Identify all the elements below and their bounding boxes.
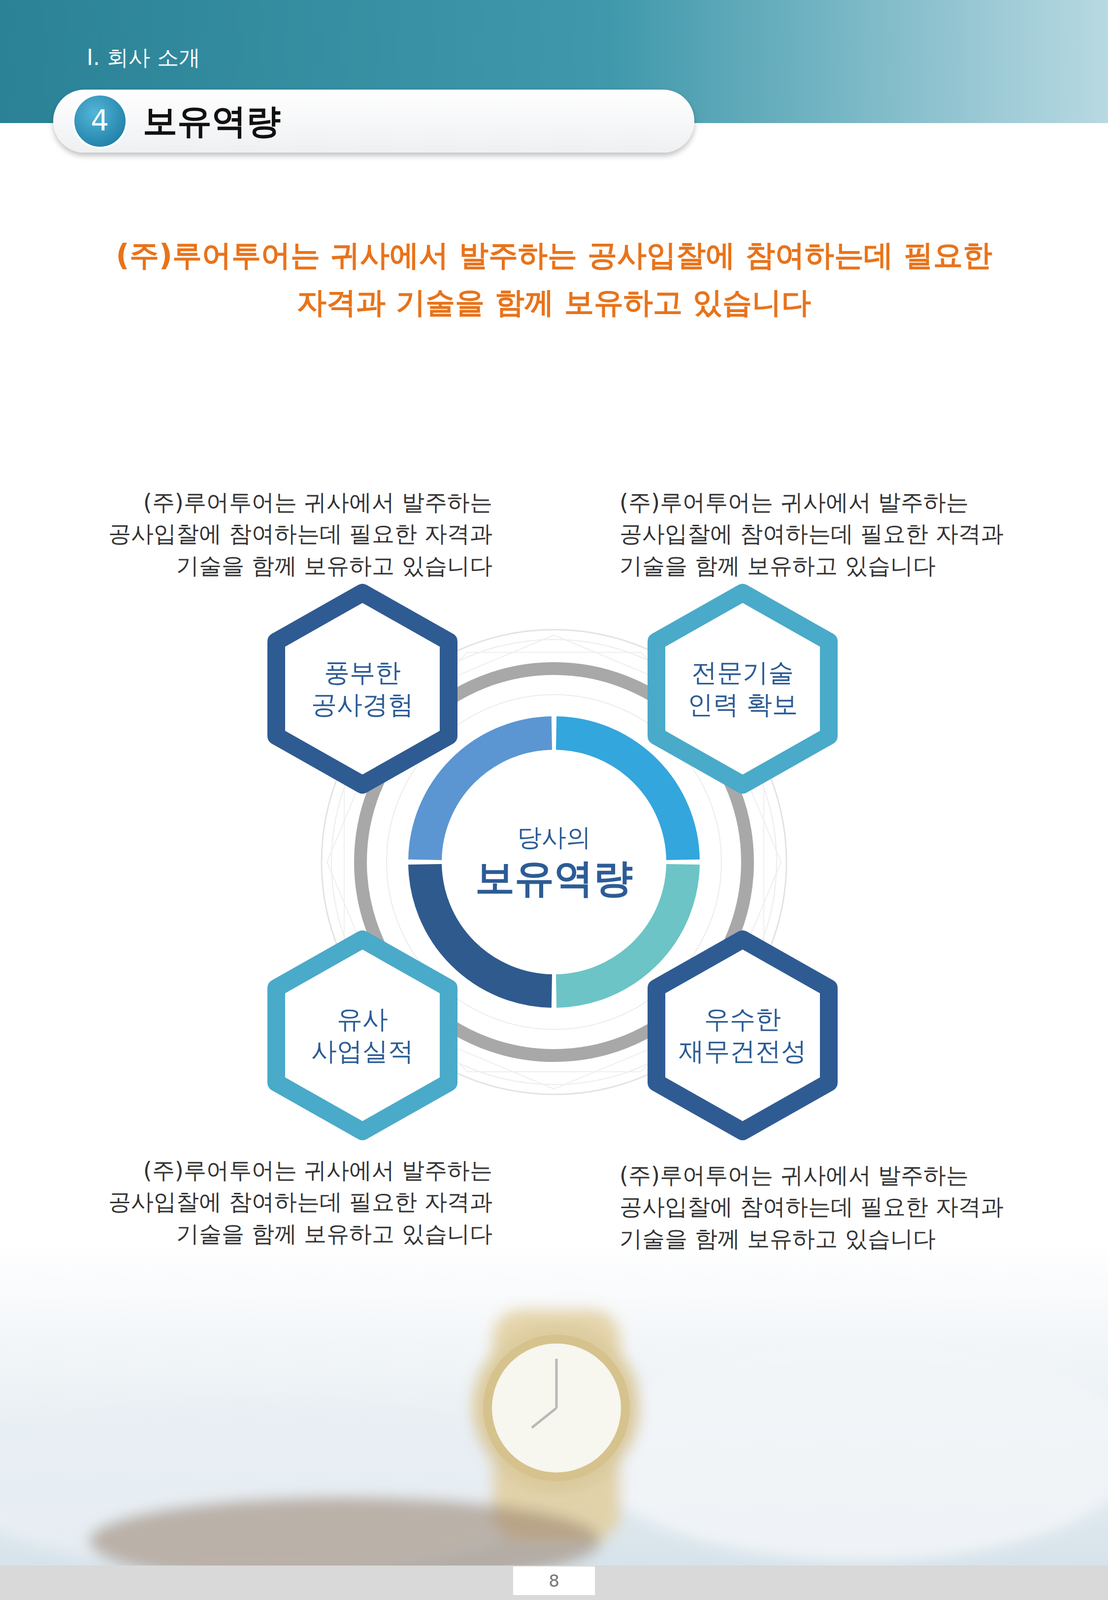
hexagon-outline: [646, 583, 839, 795]
description-text: (주)루어투어는 귀사에서 발주하는 공사입찰에 참여하는데 필요한 자격과 기…: [108, 1154, 493, 1250]
node-text-box: 당사의보유역량: [406, 714, 702, 1011]
hexagon-outline: [266, 929, 459, 1142]
center-donut: 당사의보유역량: [406, 714, 702, 1011]
hexagon-shape: [276, 939, 449, 1132]
node-label: 유사 사업실적: [291, 1003, 434, 1068]
hexagon-shape: [276, 592, 449, 785]
section-title: 보유역량: [142, 100, 281, 142]
hexagon-shape: [656, 592, 829, 785]
node-label: 전문기술 인력 확보: [671, 656, 815, 721]
hexagon-outline: [266, 583, 459, 795]
donut-center: [442, 750, 666, 975]
hexagon-node: 우수한 재무건전성: [646, 929, 839, 1142]
description-text: (주)루어투어는 귀사에서 발주하는 공사입찰에 참여하는데 필요한 자격과 기…: [619, 486, 1004, 582]
node-text-box: 유사 사업실적: [266, 929, 459, 1142]
node-label: 풍부한 공사경험: [291, 656, 434, 721]
hexagon-node: 풍부한 공사경험: [266, 583, 459, 795]
hexagon-shape: [656, 939, 829, 1132]
hexagon-outline: [646, 929, 839, 1142]
hexagon-node: 전문기술 인력 확보: [646, 583, 839, 795]
hexagon-node: 유사 사업실적: [266, 929, 459, 1142]
description-text: (주)루어투어는 귀사에서 발주하는 공사입찰에 참여하는데 필요한 자격과 기…: [619, 1159, 1004, 1255]
node-text-box: 우수한 재무건전성: [646, 929, 839, 1142]
node-label: 우수한 재무건전성: [671, 1003, 815, 1068]
section-number: 4: [73, 94, 127, 148]
node-text-box: 풍부한 공사경험: [266, 583, 459, 795]
node-text-box: 전문기술 인력 확보: [646, 583, 839, 795]
center-title: 보유역량: [450, 853, 658, 904]
description-text: (주)루어투어는 귀사에서 발주하는 공사입찰에 참여하는데 필요한 자격과 기…: [108, 486, 493, 582]
center-caption: 당사의: [450, 821, 658, 854]
page-number: 8: [513, 1566, 595, 1596]
chapter-label: I. 회사 소개: [86, 43, 432, 72]
subtitle: (주)루어투어는 귀사에서 발주하는 공사입찰에 참여하는데 필요한 자격과 기…: [110, 231, 998, 326]
